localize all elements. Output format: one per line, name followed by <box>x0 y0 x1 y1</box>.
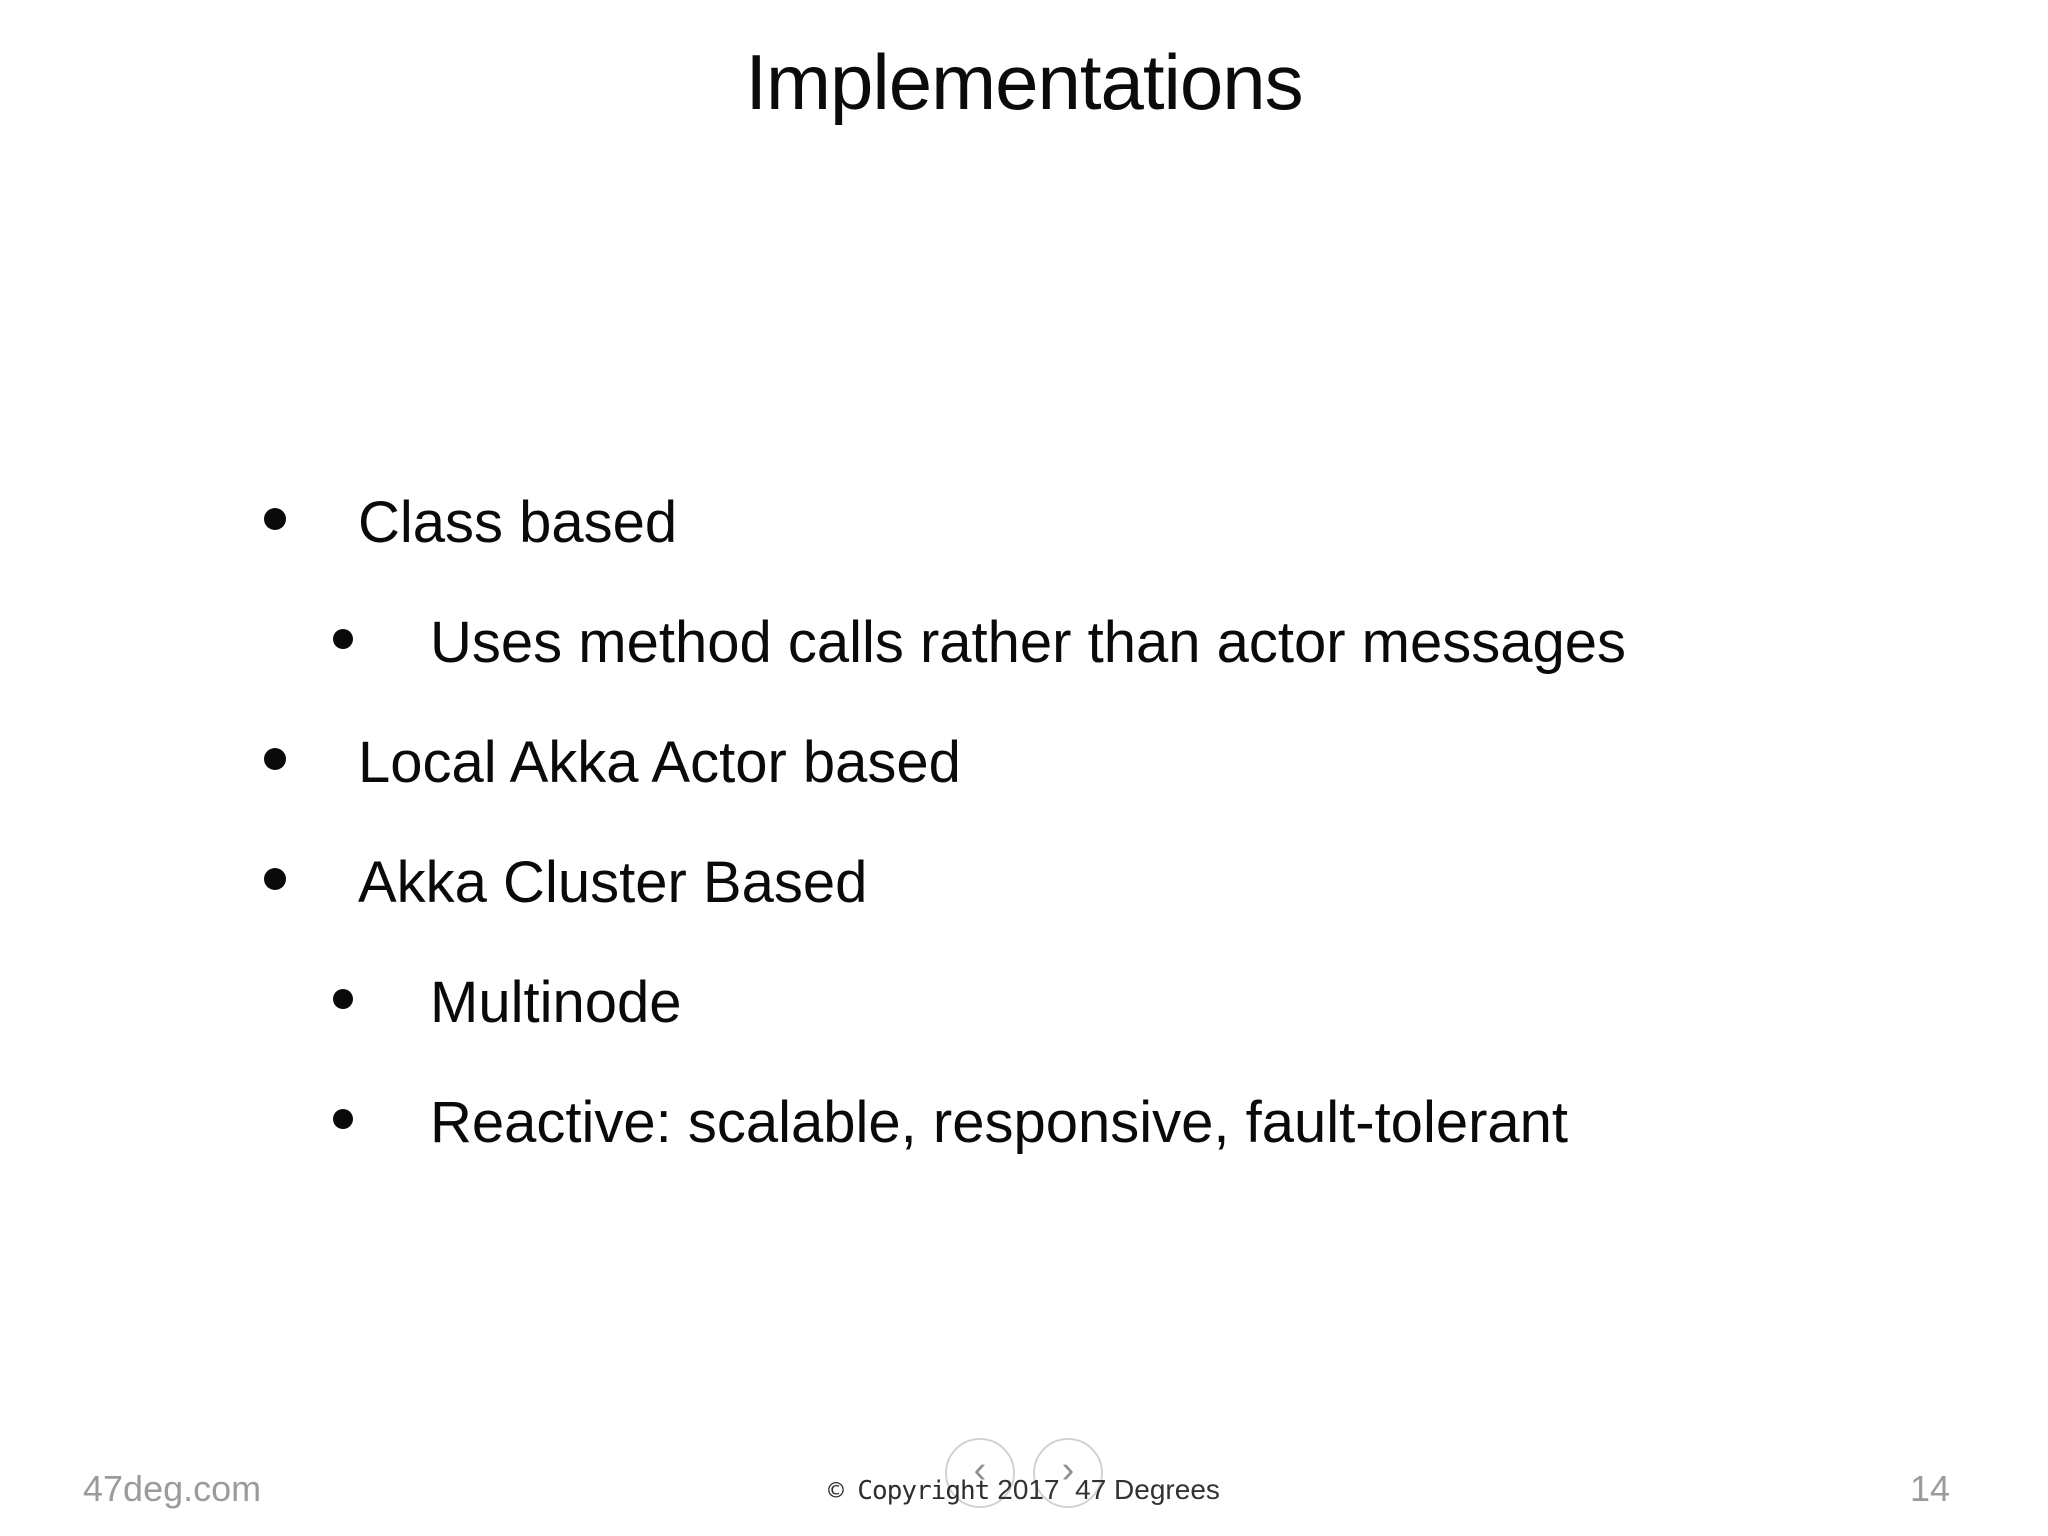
bullet-text: Akka Cluster Based <box>358 850 868 916</box>
chevron-left-icon: ‹ <box>973 1449 987 1491</box>
list-item: Class based <box>0 463 2048 583</box>
list-item: Local Akka Actor based <box>0 703 2048 823</box>
copyright-prefix: © Copyright <box>828 1476 990 1506</box>
bullet-icon <box>333 629 353 649</box>
page-title: Implementations <box>745 38 1303 126</box>
next-slide-button[interactable]: › <box>1033 1438 1103 1508</box>
website-link[interactable]: 47deg.com <box>83 1468 262 1509</box>
copyright-suffix: 2017 47 Degrees <box>997 1474 1220 1505</box>
bullet-text: Uses method calls rather than actor mess… <box>430 610 1626 676</box>
prev-slide-button[interactable]: ‹ <box>945 1438 1015 1508</box>
bullet-icon <box>264 748 286 770</box>
bullet-text: Multinode <box>430 970 682 1036</box>
list-item: Multinode <box>0 943 2048 1063</box>
bullet-icon <box>333 989 353 1009</box>
list-item: Reactive: scalable, responsive, fault-to… <box>0 1063 2048 1183</box>
bullet-icon <box>264 508 286 530</box>
bullet-text: Class based <box>358 490 678 556</box>
page-number: 14 <box>1909 1468 1950 1509</box>
chevron-right-icon: › <box>1061 1449 1075 1491</box>
bullet-text: Reactive: scalable, responsive, fault-to… <box>430 1090 1569 1156</box>
list-item: Uses method calls rather than actor mess… <box>0 583 2048 703</box>
bullet-icon <box>333 1109 353 1129</box>
bullet-list: Class based Uses method calls rather tha… <box>0 463 2048 1183</box>
list-item: Akka Cluster Based <box>0 823 2048 943</box>
bullet-text: Local Akka Actor based <box>358 730 961 796</box>
bullet-icon <box>264 868 286 890</box>
